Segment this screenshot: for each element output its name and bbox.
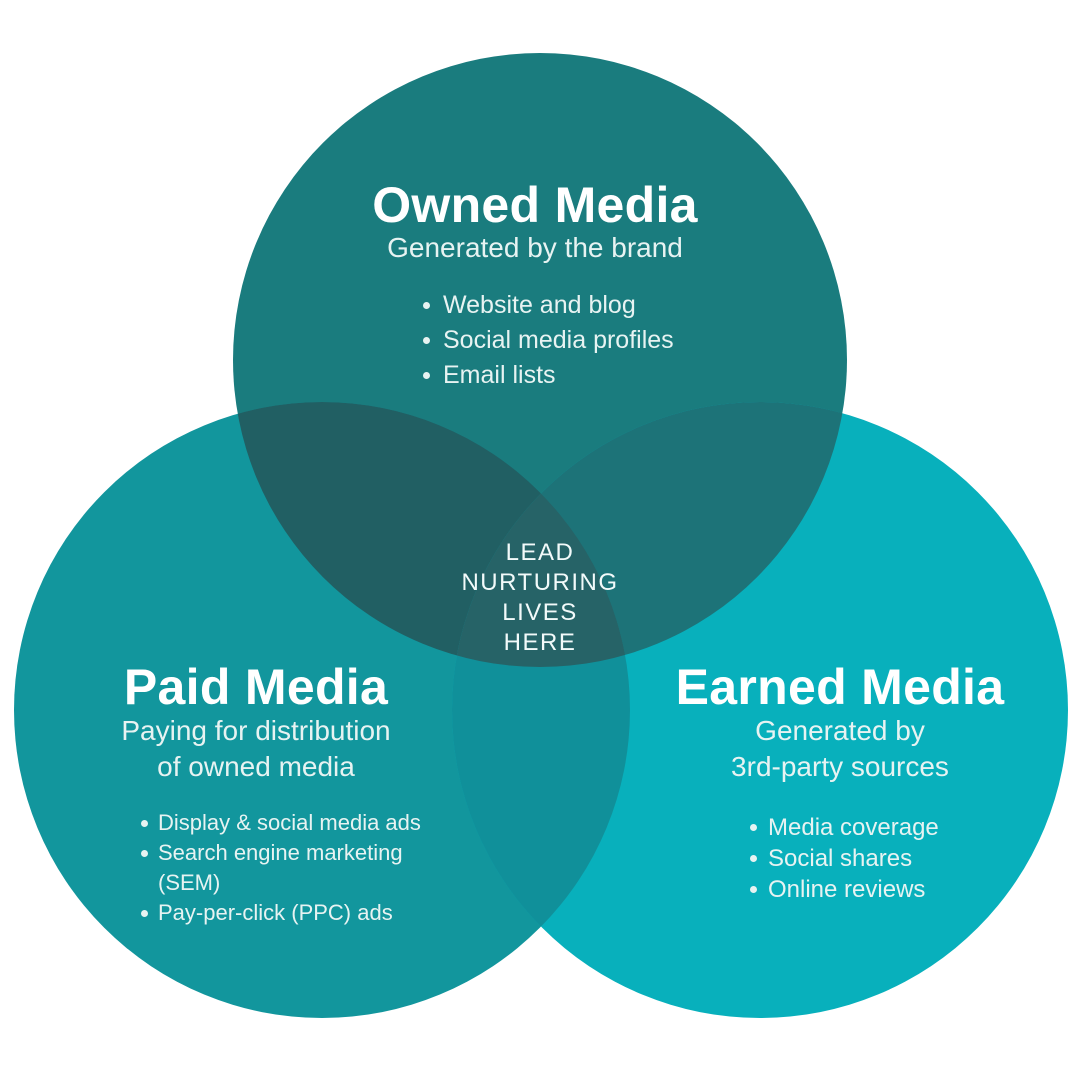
owned-paid-overlap <box>233 402 630 667</box>
bullet-text: Social media profiles <box>443 326 674 354</box>
earned-media-title: Earned Media <box>675 659 1005 715</box>
center-label-line: LIVES <box>502 599 578 626</box>
bullet-icon <box>423 372 430 379</box>
owned-media-subtitle: Generated by the brand <box>387 232 683 263</box>
bullet-text: Website and blog <box>443 291 636 319</box>
earned-media-subtitle-line2: 3rd-party sources <box>731 751 949 782</box>
list-item: Social media profiles <box>423 323 674 358</box>
owned-media-label-group: Owned Media Generated by the brand <box>372 179 698 263</box>
bullet-text: Online reviews <box>768 876 926 903</box>
list-item: Search engine marketing (SEM) <box>141 838 421 898</box>
list-item: Media coverage <box>750 812 939 843</box>
bullet-icon <box>141 820 148 827</box>
bullet-text: Email lists <box>443 361 556 389</box>
bullet-icon <box>750 824 757 831</box>
bullet-text: Media coverage <box>768 814 939 841</box>
bullet-icon <box>141 910 148 917</box>
paid-media-label-group: Paid Media Paying for distribution of ow… <box>121 661 390 785</box>
owned-earned-overlap <box>452 402 847 667</box>
bullet-text: Display & social media ads <box>158 810 421 835</box>
earned-media-label-group: Earned Media Generated by 3rd-party sour… <box>676 661 1005 785</box>
earned-media-subtitle-line1: Generated by <box>755 715 925 746</box>
paid-media-bullet-list: Display & social media ads Search engine… <box>141 808 421 928</box>
bullet-icon <box>141 850 148 857</box>
list-item: Display & social media ads <box>141 808 421 838</box>
list-item: Pay-per-click (PPC) ads <box>141 898 421 928</box>
bullet-icon <box>423 337 430 344</box>
list-item: Social shares <box>750 843 939 874</box>
center-label-line: LEAD <box>505 539 575 566</box>
paid-media-title: Paid Media <box>123 659 389 715</box>
paid-media-subtitle-line1: Paying for distribution <box>121 715 391 746</box>
owned-media-title: Owned Media <box>372 177 698 233</box>
earned-media-bullet-list: Media coverage Social shares Online revi… <box>750 812 939 905</box>
paid-media-subtitle-line2: of owned media <box>157 751 355 782</box>
bullet-icon <box>423 302 430 309</box>
bullet-text: Pay-per-click (PPC) ads <box>158 900 393 925</box>
center-overlap-label: LEAD NURTURING LIVES HERE <box>461 538 618 658</box>
center-label-line: HERE <box>503 629 577 656</box>
list-item: Website and blog <box>423 288 674 323</box>
bullet-icon <box>750 855 757 862</box>
bullet-icon <box>750 886 757 893</box>
center-label-line: NURTURING <box>461 569 619 596</box>
bullet-text: Search engine marketing (SEM) <box>158 840 403 895</box>
list-item: Email lists <box>423 358 674 393</box>
list-item: Online reviews <box>750 874 939 905</box>
bullet-text: Social shares <box>768 845 913 872</box>
owned-media-bullet-list: Website and blog Social media profiles E… <box>423 288 674 393</box>
